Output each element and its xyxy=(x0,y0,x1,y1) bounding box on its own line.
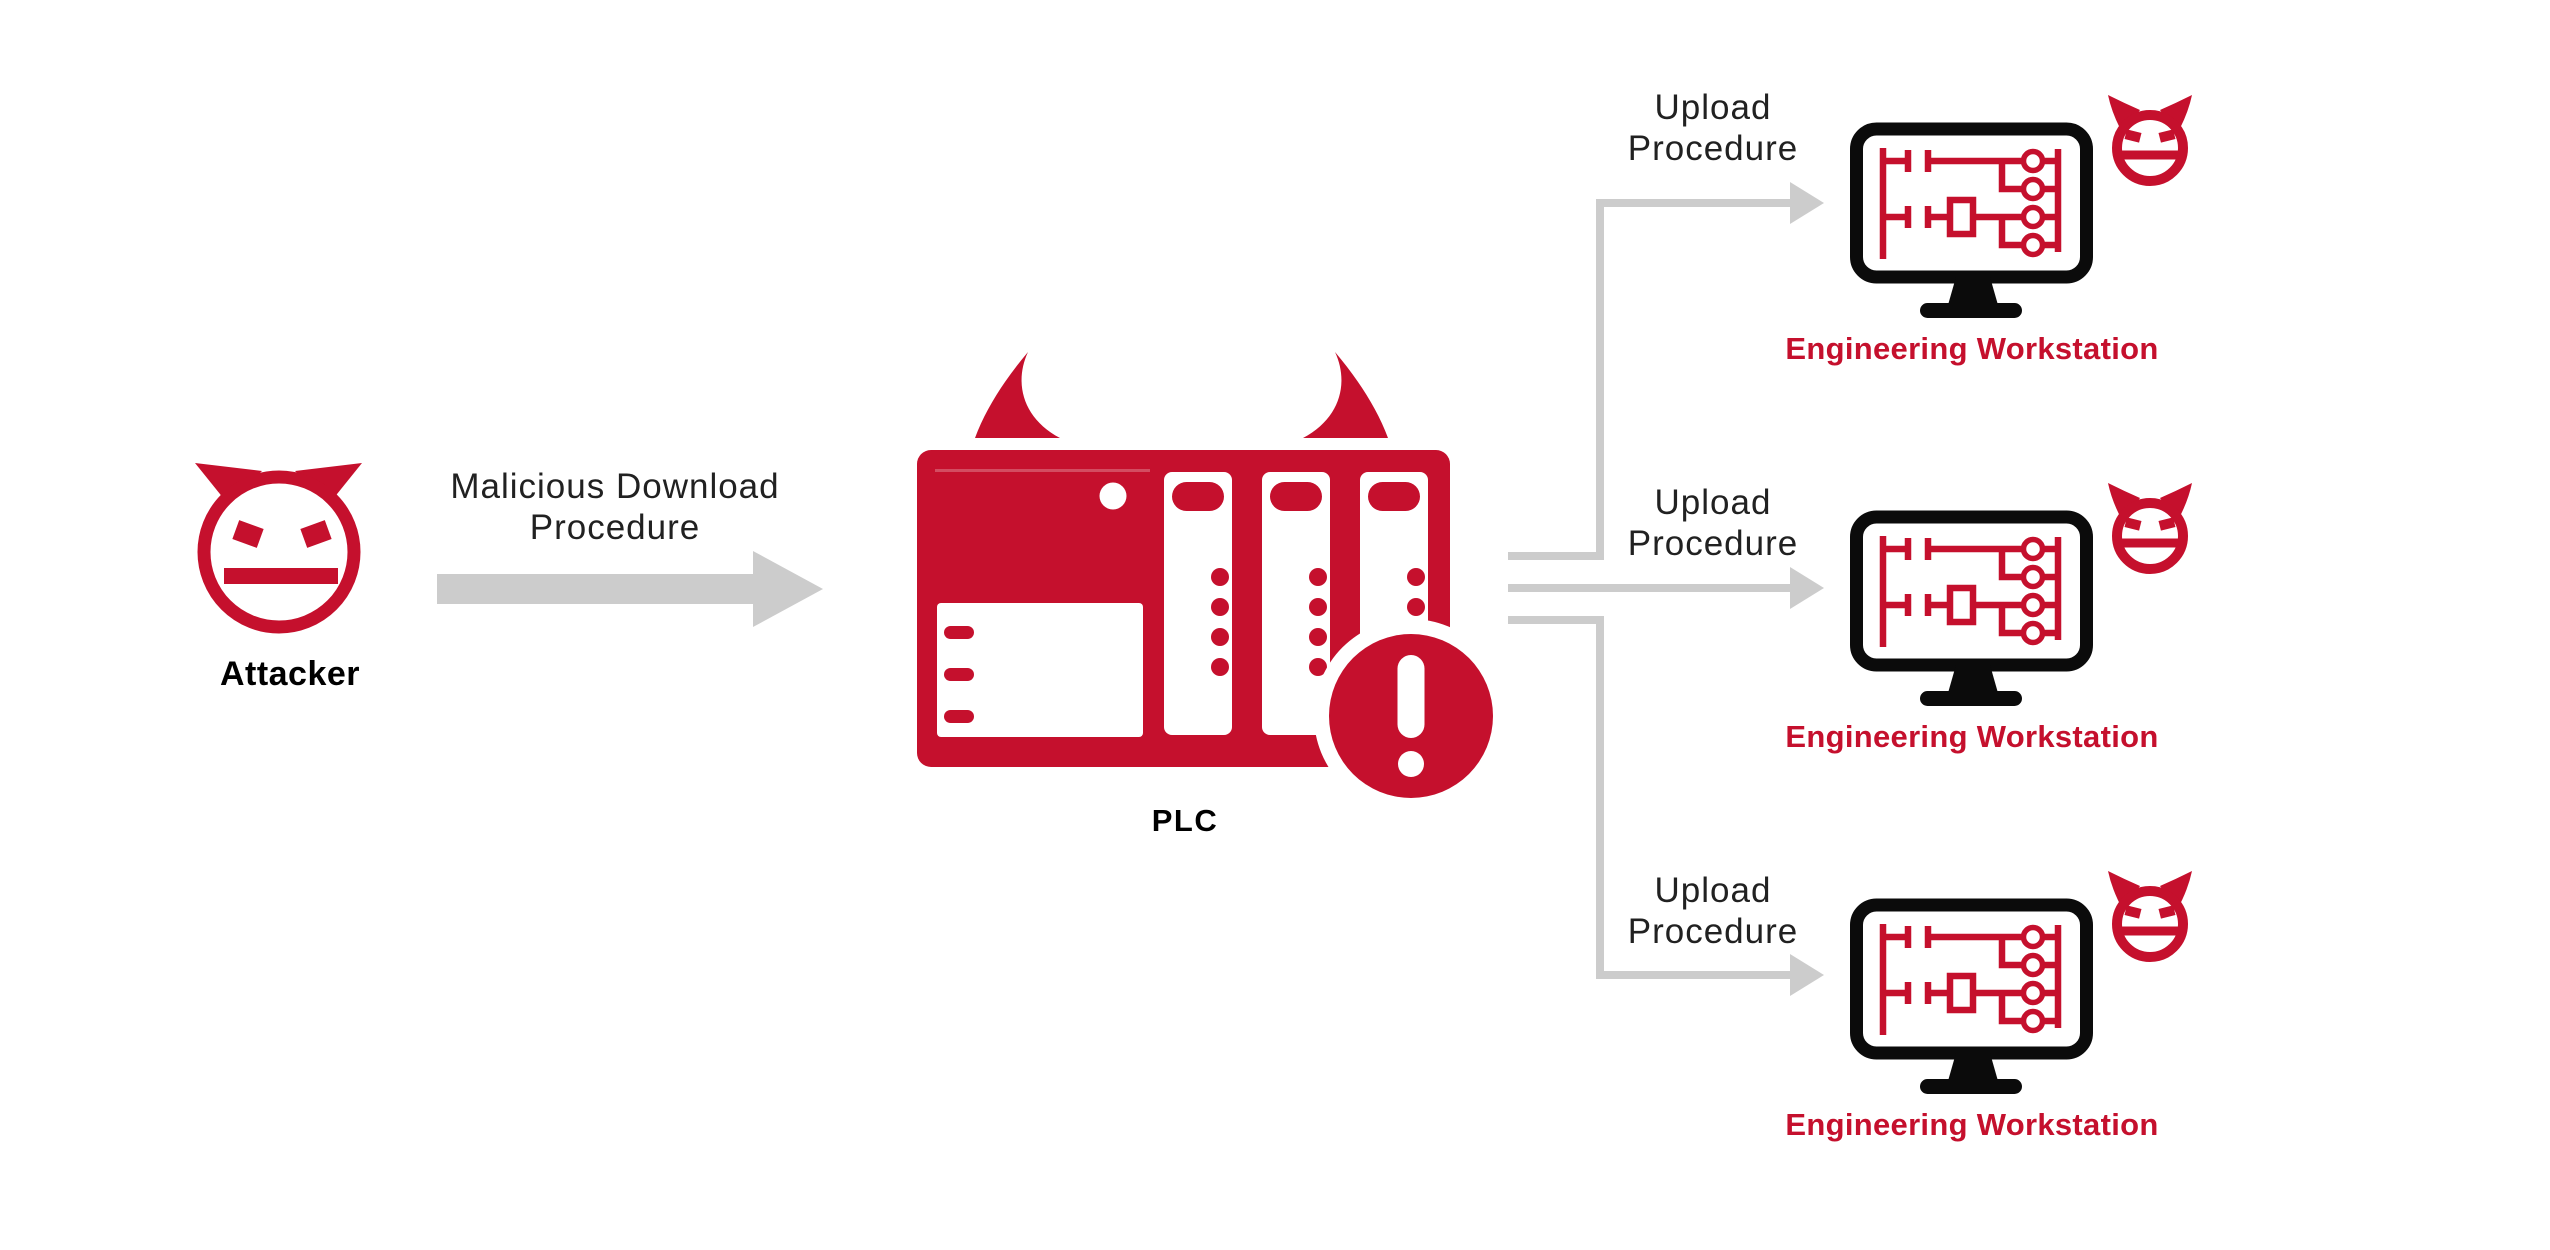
devil-face-icon xyxy=(195,463,362,634)
download-label-line2: Procedure xyxy=(529,508,701,547)
download-procedure-label: Malicious Download Procedure xyxy=(400,466,830,548)
plc-led xyxy=(1099,482,1127,510)
download-label-line1: Malicious Download xyxy=(450,467,780,506)
upload-procedure-label-row-1: Upload Procedure xyxy=(1627,88,1799,168)
download-arrow xyxy=(437,551,823,627)
devil-horn-right xyxy=(1303,352,1388,438)
devil-head xyxy=(197,470,361,634)
workstation-label-row-2: Engineering Workstation xyxy=(1785,719,2159,754)
devil-eye-right xyxy=(300,520,332,548)
upload-arrow-row-3 xyxy=(1508,616,1824,996)
devil-horn-left xyxy=(975,352,1060,438)
devil-horn-right xyxy=(295,463,362,504)
workstation-label-row-3: Engineering Workstation xyxy=(1785,1107,2159,1142)
devil-face-icon xyxy=(2108,95,2192,181)
plc-label: PLC xyxy=(1151,803,1219,838)
monitor-ladder-logic-icon xyxy=(1857,517,2087,706)
plc-rack-icon xyxy=(917,352,1508,813)
devil-face-icon xyxy=(2108,483,2192,569)
plc-panel xyxy=(937,603,1143,737)
upload-procedure-label-row-3: Upload Procedure xyxy=(1627,871,1799,951)
upload-procedure-label-row-2: Upload Procedure xyxy=(1627,483,1799,563)
attacker-label: Attacker xyxy=(219,655,361,693)
workstation-label-row-1: Engineering Workstation xyxy=(1785,331,2159,366)
upload-arrow-row-1 xyxy=(1508,182,1824,560)
devil-eye-left xyxy=(232,520,264,548)
devil-face-icon xyxy=(2108,871,2192,957)
monitor-ladder-logic-icon xyxy=(1857,905,2087,1094)
exclamation-alert-badge-icon xyxy=(1314,619,1508,813)
monitor-ladder-logic-icon xyxy=(1857,129,2087,318)
devil-horn-left xyxy=(195,463,262,504)
upload-arrow-row-2 xyxy=(1508,567,1824,609)
